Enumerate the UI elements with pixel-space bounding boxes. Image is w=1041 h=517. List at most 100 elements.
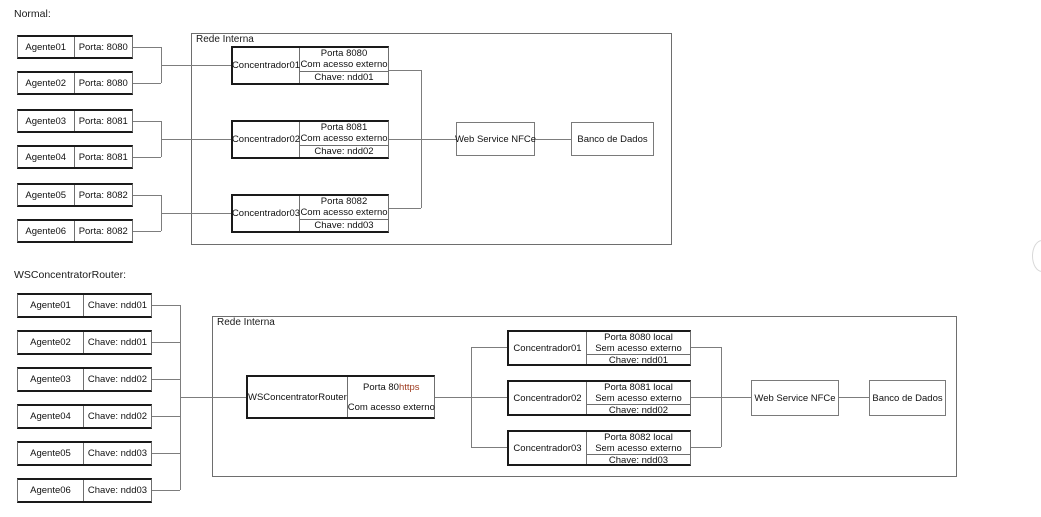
concentrator-name-bottom-3: Concentrador03 xyxy=(509,432,587,464)
section-caption-normal: Normal: xyxy=(14,8,51,20)
agent-box-bottom-6[interactable]: Agente06 Chave: ndd03 xyxy=(17,478,152,503)
connector-agent3-bottom xyxy=(152,379,180,380)
rede-interna-frame-bottom xyxy=(212,316,957,477)
connector-router-out xyxy=(435,397,471,398)
concentrator-detail-bottom-3: Porta 8082 local Sem acesso externo Chav… xyxy=(587,432,690,466)
concentrator-porta-top-1: Porta 8080 xyxy=(320,48,368,60)
agent-name-bottom-4: Agente04 xyxy=(18,406,84,427)
agent-name-bottom-5: Agente05 xyxy=(18,443,84,464)
concentrator-porta-bottom-2: Porta 8081 local xyxy=(604,382,673,393)
connector-agent6-top xyxy=(133,231,161,232)
agent-detail-bottom-2: Chave: ndd01 xyxy=(87,337,148,348)
agent-box-bottom-5[interactable]: Agente05 Chave: ndd03 xyxy=(17,441,152,466)
concentrator-name-bottom-1: Concentrador01 xyxy=(509,332,587,364)
concentrator-box-top-3[interactable]: Concentrador03 Porta 8082 Com acesso ext… xyxy=(231,194,389,233)
concentrator-acesso-bottom-2: Sem acesso externo xyxy=(595,393,682,404)
connector-pair2-to-conc2 xyxy=(161,139,231,140)
concentrator-detail-top-1: Porta 8080 Com acesso externo Chave: ndd… xyxy=(300,48,388,83)
web-service-box-top[interactable]: Web Service NFCe xyxy=(455,122,536,156)
connector-ws-to-db-top xyxy=(535,139,571,140)
connector-pair1-to-conc1 xyxy=(161,65,231,66)
connector-conc1-out-top xyxy=(389,70,421,71)
connector-agent1-bottom xyxy=(152,305,180,306)
agent-name-top-1: Agente01 xyxy=(18,37,75,57)
web-service-box-bottom[interactable]: Web Service NFCe xyxy=(751,380,839,416)
scan-artifact-right xyxy=(1032,240,1041,272)
connector-agent3-top xyxy=(133,121,161,122)
connector-bus-to-conc3-bottom xyxy=(471,447,507,448)
concentrator-chave-top-3: Chave: ndd03 xyxy=(300,218,388,231)
concentrator-chave-top-1: Chave: ndd01 xyxy=(300,70,388,83)
router-porta-protocol: https xyxy=(398,381,420,393)
connector-bus-to-router xyxy=(180,397,246,398)
concentrator-acesso-top-2: Com acesso externo xyxy=(300,133,388,145)
agent-detail-top-3: Porta: 8081 xyxy=(78,115,128,127)
agent-box-bottom-4[interactable]: Agente04 Chave: ndd02 xyxy=(17,404,152,429)
connector-agent4-top xyxy=(133,157,161,158)
connector-conc2-out-top xyxy=(389,139,421,140)
concentrator-box-bottom-3[interactable]: Concentrador03 Porta 8082 local Sem aces… xyxy=(507,430,691,466)
agent-box-top-3[interactable]: Agente03 Porta: 8081 xyxy=(17,109,133,133)
connector-bus-to-ws-top xyxy=(421,139,456,140)
agent-name-bottom-6: Agente06 xyxy=(18,480,84,501)
connector-pair3-to-conc3 xyxy=(161,213,231,214)
section-caption-wsconcentratorrouter: WSConcentratorRouter: xyxy=(14,269,127,281)
concentrator-detail-top-2: Porta 8081 Com acesso externo Chave: ndd… xyxy=(300,122,388,157)
agent-detail-bottom-4: Chave: ndd02 xyxy=(87,411,148,422)
connector-bus-to-conc1-bottom xyxy=(471,347,507,348)
agent-box-bottom-2[interactable]: Agente02 Chave: ndd01 xyxy=(17,330,152,355)
connector-conc2-out-bottom xyxy=(691,397,721,398)
agent-detail-bottom-5: Chave: ndd03 xyxy=(87,448,148,459)
connector-bus-to-conc2-bottom xyxy=(471,397,507,398)
connector-ws-to-db-bottom xyxy=(839,397,869,398)
wsconcentratorrouter-detail: Porta 80 https Com acesso externo xyxy=(348,377,435,417)
concentrator-box-top-2[interactable]: Concentrador02 Porta 8081 Com acesso ext… xyxy=(231,120,389,159)
agent-box-top-2[interactable]: Agente02 Porta: 8080 xyxy=(17,71,133,95)
wsconcentratorrouter-porta: Porta 80 https xyxy=(348,377,435,397)
connector-agent2-bottom xyxy=(152,342,180,343)
wsconcentratorrouter-acesso: Com acesso externo xyxy=(347,401,435,413)
agent-detail-top-1: Porta: 8080 xyxy=(78,41,128,53)
connector-agent2-top xyxy=(133,83,161,84)
concentrator-box-bottom-2[interactable]: Concentrador02 Porta 8081 local Sem aces… xyxy=(507,380,691,416)
wsconcentratorrouter-box[interactable]: WSConcentratorRouter Porta 80 https Com … xyxy=(246,375,435,419)
agent-name-bottom-1: Agente01 xyxy=(18,295,84,316)
agent-box-top-4[interactable]: Agente04 Porta: 8081 xyxy=(17,145,133,169)
agent-detail-bottom-3: Chave: ndd02 xyxy=(87,374,148,385)
database-box-top[interactable]: Banco de Dados xyxy=(571,122,654,156)
concentrator-chave-top-2: Chave: ndd02 xyxy=(300,144,388,157)
concentrator-porta-top-2: Porta 8081 xyxy=(320,122,368,134)
concentrator-porta-bottom-3: Porta 8082 local xyxy=(604,432,673,443)
concentrator-chave-bottom-1: Chave: ndd01 xyxy=(587,354,690,366)
agent-detail-bottom-1: Chave: ndd01 xyxy=(87,300,148,311)
connector-conc3-out-bottom xyxy=(691,447,721,448)
connector-bus-to-ws-bottom xyxy=(721,397,751,398)
agent-box-top-1[interactable]: Agente01 Porta: 8080 xyxy=(17,35,133,59)
concentrator-acesso-bottom-3: Sem acesso externo xyxy=(595,443,682,454)
agent-detail-bottom-6: Chave: ndd03 xyxy=(87,485,148,496)
agent-name-top-6: Agente06 xyxy=(18,221,75,241)
agent-box-top-6[interactable]: Agente06 Porta: 8082 xyxy=(17,219,133,243)
concentrator-chave-bottom-3: Chave: ndd03 xyxy=(587,454,690,466)
connector-agent6-bottom xyxy=(152,490,180,491)
agent-name-bottom-3: Agente03 xyxy=(18,369,84,390)
connector-agent1-top xyxy=(133,47,161,48)
agent-detail-top-6: Porta: 8082 xyxy=(78,225,128,237)
wsconcentratorrouter-name: WSConcentratorRouter xyxy=(248,377,348,417)
rede-interna-label-bottom: Rede Interna xyxy=(215,317,277,329)
agent-name-top-5: Agente05 xyxy=(18,185,75,205)
concentrator-box-bottom-1[interactable]: Concentrador01 Porta 8080 local Sem aces… xyxy=(507,330,691,366)
agent-box-bottom-3[interactable]: Agente03 Chave: ndd02 xyxy=(17,367,152,392)
agent-box-top-5[interactable]: Agente05 Porta: 8082 xyxy=(17,183,133,207)
database-box-bottom[interactable]: Banco de Dados xyxy=(869,380,946,416)
concentrator-chave-bottom-2: Chave: ndd02 xyxy=(587,404,690,416)
agent-name-top-2: Agente02 xyxy=(18,73,75,93)
agent-detail-top-5: Porta: 8082 xyxy=(78,189,128,201)
concentrator-box-top-1[interactable]: Concentrador01 Porta 8080 Com acesso ext… xyxy=(231,46,389,85)
rede-interna-label-top: Rede Interna xyxy=(194,34,256,46)
agent-box-bottom-1[interactable]: Agente01 Chave: ndd01 xyxy=(17,293,152,318)
concentrator-name-top-2: Concentrador02 xyxy=(232,122,300,157)
agent-name-top-3: Agente03 xyxy=(18,111,75,131)
concentrator-detail-bottom-2: Porta 8081 local Sem acesso externo Chav… xyxy=(587,382,690,416)
